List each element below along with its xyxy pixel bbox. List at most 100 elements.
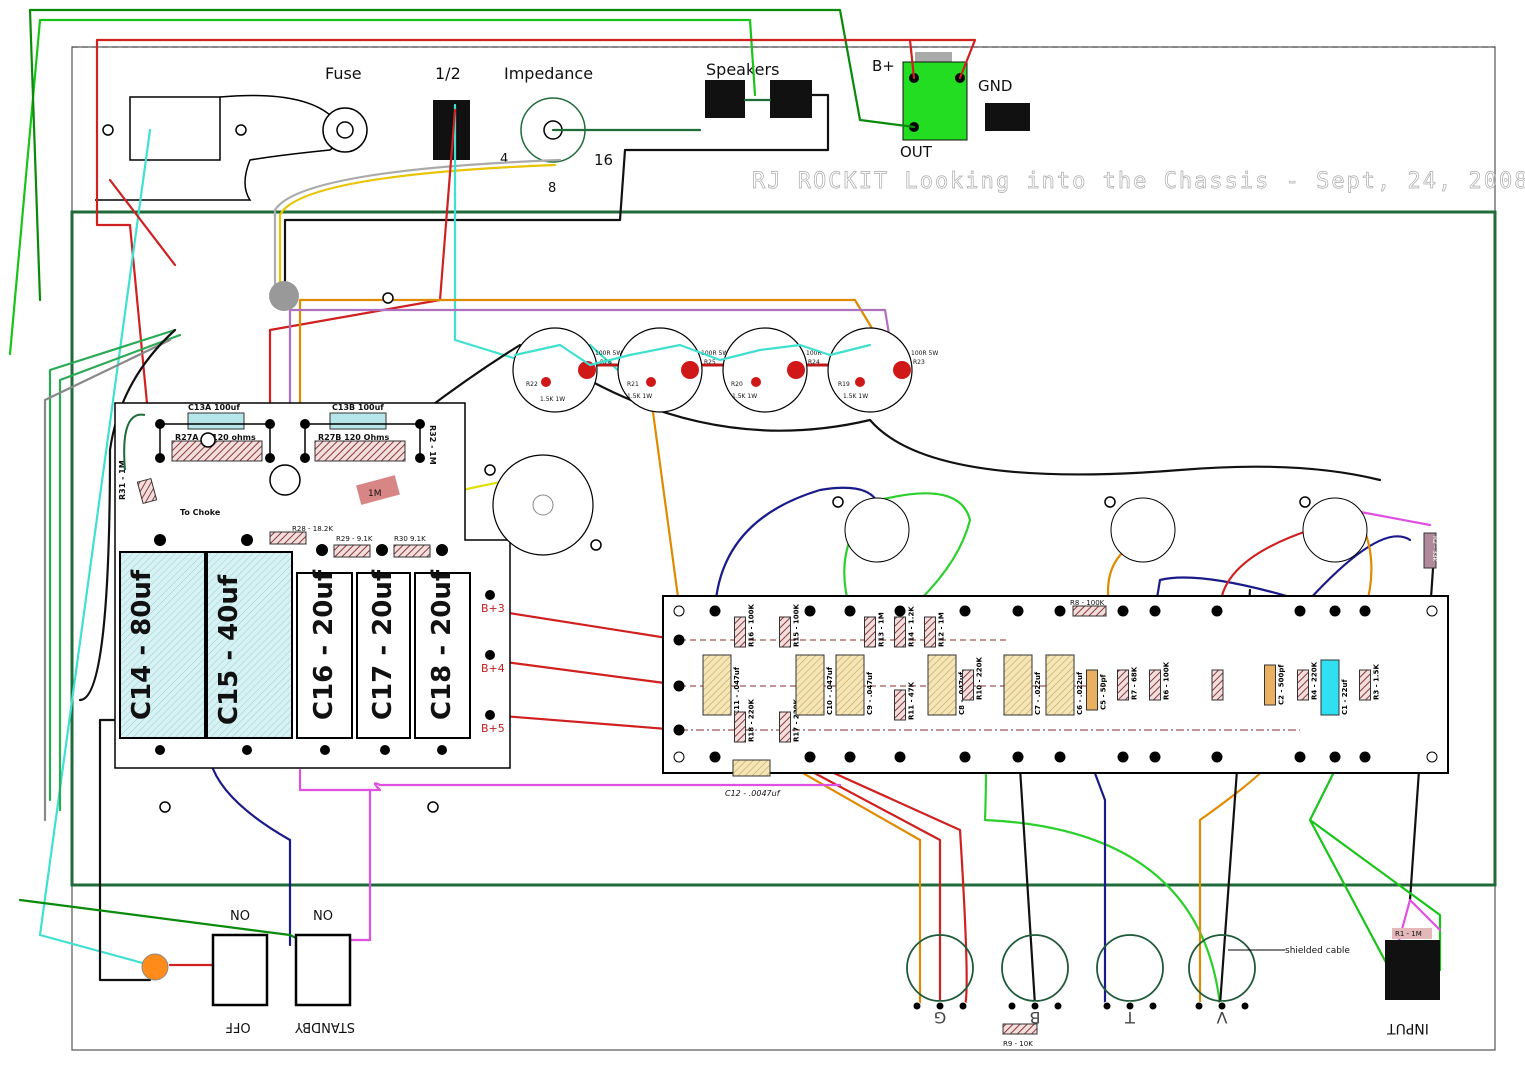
r1-resistor: [1392, 928, 1432, 939]
speaker-jack-1[interactable]: [705, 80, 745, 118]
screen-resistor-id: R26: [600, 359, 612, 366]
mount-hole: [235, 124, 247, 136]
board-component: [927, 654, 957, 716]
pot-lug: [935, 1001, 945, 1011]
turret: [1211, 751, 1223, 763]
potentiometer[interactable]: [906, 934, 974, 1002]
ground-lug: [985, 103, 1030, 131]
turret: [1149, 751, 1161, 763]
input-jack[interactable]: [1385, 940, 1440, 1000]
c13b-label: C13B 100uf: [332, 403, 384, 412]
potentiometer[interactable]: [1001, 934, 1069, 1002]
c14-label: C14 - 80uf: [127, 569, 157, 720]
pot-lug: [1030, 1001, 1040, 1011]
to-choke-label: To Choke: [180, 508, 221, 517]
pot-label: B: [1030, 1008, 1041, 1027]
screen-resistor-label: 100R: [806, 350, 822, 357]
turret: [1294, 751, 1306, 763]
turret: [709, 751, 721, 763]
component-label: R16 - 100K: [748, 603, 756, 647]
grid-resistor-id: R20: [731, 381, 743, 388]
pot-lug: [912, 1001, 922, 1011]
board-component: [734, 616, 746, 648]
turret: [1149, 605, 1161, 617]
board-component: [1045, 654, 1075, 716]
r29-resistor: [333, 544, 371, 558]
standby-switch[interactable]: [294, 933, 352, 1007]
component-label: C2 - 500pf: [1278, 664, 1286, 705]
power-switch[interactable]: [211, 933, 269, 1007]
preamp-tube-v2: [1110, 497, 1176, 563]
component-label: C6 - .022uf: [1076, 671, 1084, 715]
potentiometer[interactable]: [1096, 934, 1164, 1002]
r30-resistor: [393, 544, 431, 558]
grid-resistor-id: R19: [838, 381, 850, 388]
standby-on-label: ON: [313, 906, 333, 921]
component-label: R3 - 1.5K: [1373, 664, 1381, 700]
component-label: R6 - 100K: [1163, 661, 1171, 700]
r32-label: R32 - 1M: [428, 425, 437, 465]
component-label: R13 - 1M: [878, 612, 886, 647]
standby-label: STANDBY: [295, 1019, 355, 1034]
screen-resistor-label: 100R 5W: [701, 350, 728, 357]
pilot-lamp: [141, 953, 169, 981]
component-label: R4 - 220K: [1311, 661, 1319, 700]
turret: [959, 751, 971, 763]
component-label: R14 - 1.2K: [908, 606, 916, 647]
turret: [1294, 605, 1306, 617]
r27b-label: R27B 120 Ohms: [318, 433, 389, 442]
board-component: [779, 711, 791, 743]
turret: [1329, 751, 1341, 763]
turret: [709, 605, 721, 617]
preamp-tube-v3: [844, 497, 910, 563]
turret: [1117, 605, 1129, 617]
bplus4-label: B+4: [481, 662, 505, 675]
screen-resistor-id: R24: [808, 359, 820, 366]
mount-hole: [1426, 751, 1438, 763]
component-label: C9 - .047uf: [866, 671, 874, 715]
c18-capacitor: [414, 572, 471, 739]
r27a-value: 120 ohms: [212, 433, 256, 442]
grid-resistor-value: 1.5K 1W: [627, 393, 652, 400]
component-label: C11 - .047uf: [733, 666, 741, 715]
c13b-capacitor: [329, 412, 387, 430]
turret: [1012, 751, 1024, 763]
pot-lug: [1102, 1001, 1112, 1011]
grommet: [269, 281, 299, 311]
bplus-label: B+: [872, 57, 895, 75]
speaker-jack-2[interactable]: [770, 80, 812, 118]
r30-label: R30 9.1K: [394, 535, 426, 543]
impedance-tap-4: 4: [500, 152, 508, 167]
turret: [1359, 605, 1371, 617]
component-label: R18 - 220K: [748, 698, 756, 742]
r28-resistor: [269, 531, 307, 545]
r31-resistor: [136, 477, 158, 505]
c16-label: C16 - 20uf: [309, 569, 339, 720]
c12-capacitor: [732, 759, 771, 777]
shielded-cable-label: shielded cable: [1285, 946, 1350, 956]
c15-capacitor: [206, 551, 293, 739]
board-component: [1211, 669, 1224, 701]
turret: [804, 605, 816, 617]
board-component: [1117, 669, 1129, 701]
pot-label: G: [934, 1008, 946, 1027]
impedance-tap-8: 8: [548, 181, 556, 196]
r8-label: R8 - 100K: [1070, 599, 1105, 607]
turret: [804, 751, 816, 763]
board-component: [1149, 669, 1161, 701]
r9-label: R9 - 10K: [1003, 1040, 1033, 1048]
r31-label: R31 - 1M: [118, 460, 127, 500]
grid-resistor-value: 1.5K 1W: [843, 393, 868, 400]
board-component: [1086, 669, 1098, 711]
board-component: [1264, 664, 1276, 706]
potentiometer[interactable]: [1188, 934, 1256, 1002]
turret: [673, 724, 685, 736]
turret: [959, 605, 971, 617]
power-inlet: [129, 96, 221, 161]
board-component: [795, 654, 825, 716]
impedance-label: Impedance: [504, 64, 593, 83]
turret: [1054, 605, 1066, 617]
